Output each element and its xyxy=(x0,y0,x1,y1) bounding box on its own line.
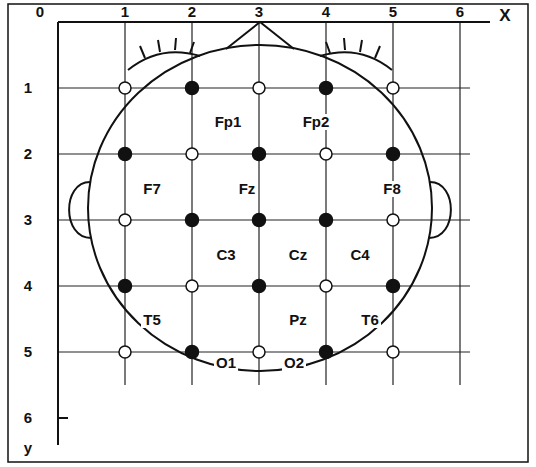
head xyxy=(69,22,451,371)
filled-electrode xyxy=(320,346,333,359)
electrode-label: F7 xyxy=(141,181,163,198)
axis-number: 5 xyxy=(24,344,32,361)
grid-line xyxy=(459,22,460,385)
electrode-label: Cz xyxy=(287,247,309,264)
filled-electrode xyxy=(253,280,266,293)
axis-number: 3 xyxy=(255,4,263,21)
filled-electrode xyxy=(119,280,132,293)
open-electrode xyxy=(119,82,131,94)
open-electrode xyxy=(387,346,399,358)
electrodes xyxy=(119,82,400,359)
grid-line xyxy=(325,22,326,385)
filled-electrode xyxy=(320,214,333,227)
open-electrode xyxy=(387,82,399,94)
open-electrode xyxy=(253,346,265,358)
grid-line xyxy=(258,22,259,385)
ear xyxy=(69,182,91,238)
open-electrode xyxy=(186,148,198,160)
axis-name: y xyxy=(24,440,32,457)
axis-number: 1 xyxy=(121,4,129,21)
hair xyxy=(128,52,200,70)
electrode-label: T5 xyxy=(141,312,163,329)
filled-electrode xyxy=(119,148,132,161)
axis-number: 4 xyxy=(322,4,330,21)
filled-electrode xyxy=(320,82,333,95)
grid xyxy=(58,22,470,385)
y-axis xyxy=(57,22,59,445)
hair xyxy=(326,38,380,58)
electrode-label: Pz xyxy=(287,312,309,329)
frame xyxy=(8,4,528,462)
filled-electrode xyxy=(387,148,400,161)
head-outline xyxy=(88,45,432,371)
grid-line xyxy=(191,22,192,385)
electrode-label: O1 xyxy=(214,355,238,372)
filled-electrode xyxy=(186,214,199,227)
filled-electrode xyxy=(387,280,400,293)
open-electrode xyxy=(119,214,131,226)
axes xyxy=(58,22,490,445)
axis-name: X xyxy=(499,7,510,26)
ear xyxy=(429,182,451,238)
filled-electrode xyxy=(253,214,266,227)
x-axis xyxy=(58,21,490,23)
open-electrode xyxy=(320,148,332,160)
axis-number: 4 xyxy=(24,278,32,295)
filled-electrode xyxy=(186,82,199,95)
hair xyxy=(140,38,194,58)
filled-electrode xyxy=(253,148,266,161)
electrode-label: C4 xyxy=(348,247,371,264)
electrode-label: T6 xyxy=(359,312,381,329)
axis-number: 6 xyxy=(456,4,464,21)
axis-tick xyxy=(58,417,68,419)
grid-line xyxy=(124,22,125,385)
axis-number: 1 xyxy=(24,80,32,97)
axis-number: 2 xyxy=(188,4,196,21)
grid-line xyxy=(392,22,393,385)
electrode-label: Fp2 xyxy=(301,114,332,131)
electrode-label: Fz xyxy=(237,181,258,198)
open-electrode xyxy=(253,82,265,94)
axis-number: 0 xyxy=(36,4,44,21)
open-electrode xyxy=(186,280,198,292)
electrode-label: F8 xyxy=(381,181,403,198)
axis-number: 3 xyxy=(24,212,32,229)
open-electrode xyxy=(387,214,399,226)
axis-number: 5 xyxy=(389,4,397,21)
nose xyxy=(226,22,294,49)
filled-electrode xyxy=(186,346,199,359)
axis-number: 6 xyxy=(24,410,32,427)
open-electrode xyxy=(119,346,131,358)
hair xyxy=(320,52,392,70)
axis-number: 2 xyxy=(24,146,32,163)
open-electrode xyxy=(320,280,332,292)
electrode-label: Fp1 xyxy=(213,114,244,131)
electrode-label: O2 xyxy=(282,355,306,372)
electrode-label: C3 xyxy=(214,247,237,264)
